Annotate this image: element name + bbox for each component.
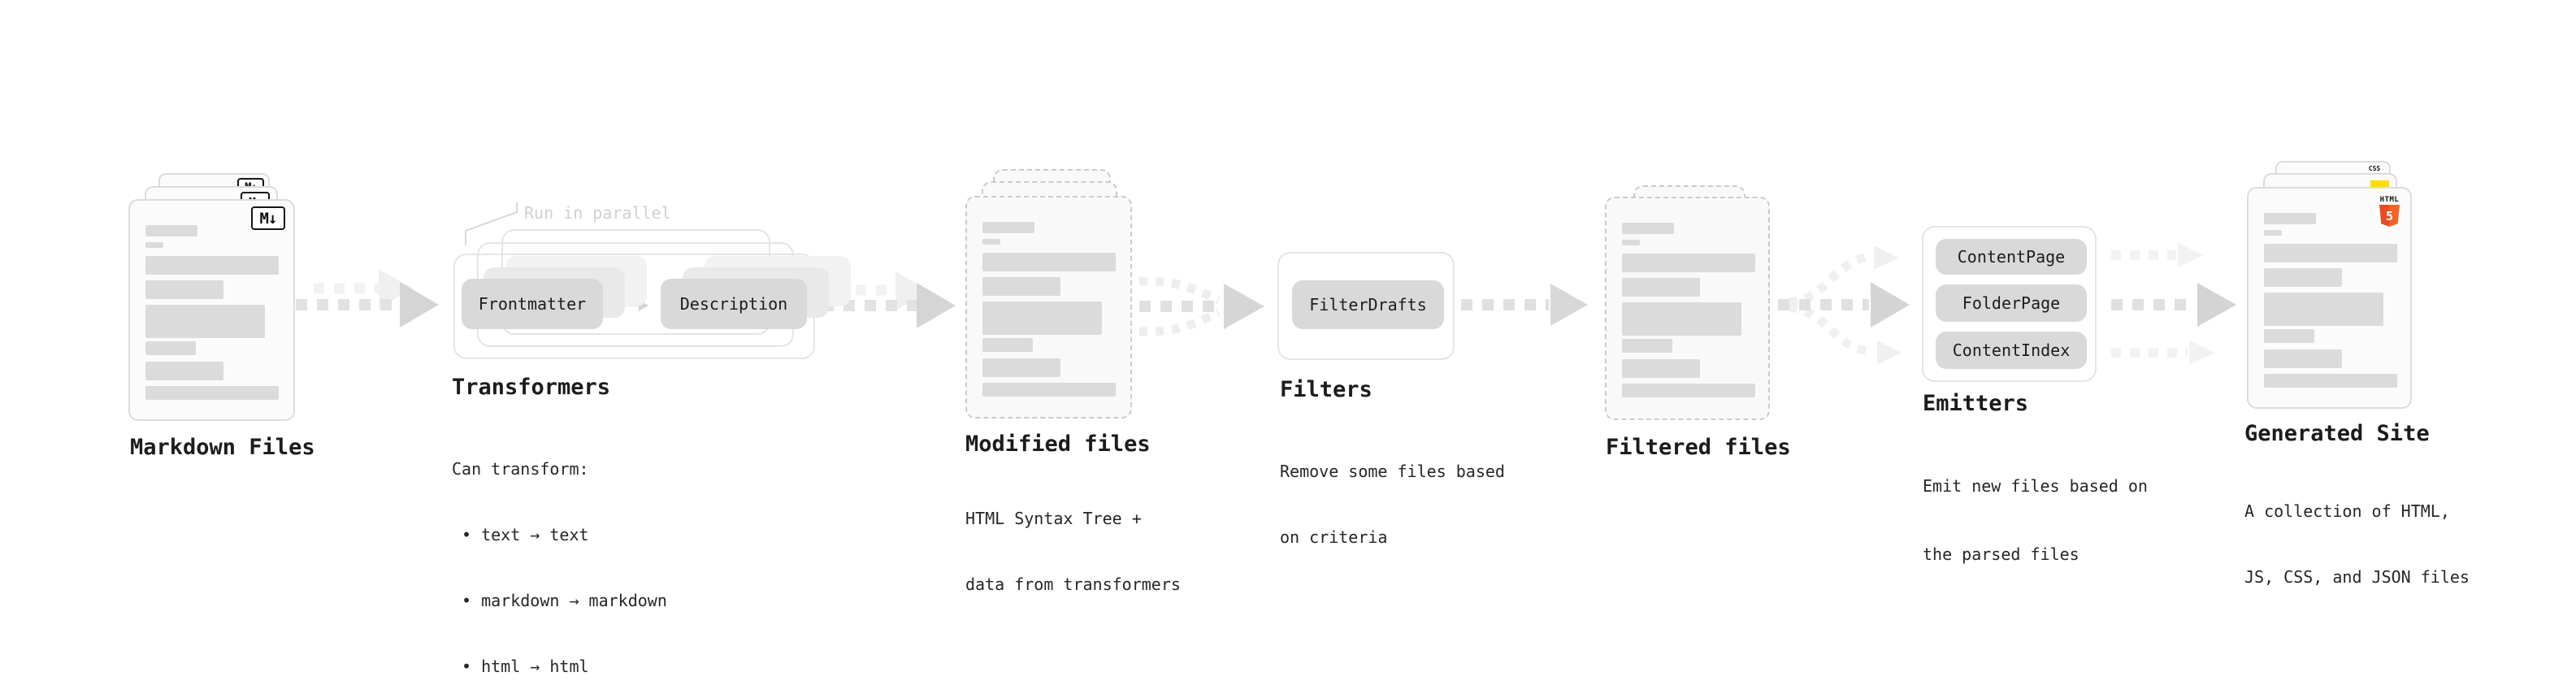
html5-shield: 5	[2379, 205, 2400, 227]
emitters-label: Emitters	[1923, 391, 2029, 416]
skeleton-text-bar	[982, 358, 1060, 377]
skeleton-text-bar	[145, 280, 223, 299]
html5-icon: HTML 5	[2379, 196, 2400, 227]
skeleton-text-bar	[982, 277, 1060, 296]
description-button: Description	[661, 279, 807, 329]
skeleton-text-bar	[2264, 374, 2397, 388]
skeleton-text-bar	[982, 383, 1116, 397]
skeleton-text-bar	[982, 338, 1033, 352]
transform-bullet: • text → text	[462, 525, 589, 544]
emitters-description: Emit new files based on the parsed files	[1923, 476, 2148, 564]
skeleton-text-bar	[145, 242, 163, 248]
skeleton-text-bar	[2264, 213, 2316, 224]
skeleton-text-bar	[2264, 293, 2383, 326]
generated-site-stack: CSS HTML 5	[2247, 161, 2413, 409]
skeleton-text-bar	[145, 225, 197, 236]
emitters-card: ContentPage FolderPage ContentIndex	[1922, 226, 2097, 382]
contentindex-button: ContentIndex	[1936, 332, 2087, 369]
modified-files-description: HTML Syntax Tree + data from transformer…	[965, 509, 1181, 594]
generated-site-description: A collection of HTML, JS, CSS, and JSON …	[2244, 501, 2470, 587]
transformers-label: Transformers	[452, 375, 611, 400]
run-in-parallel-note: Run in parallel	[524, 203, 671, 223]
skeleton-text-bar	[982, 239, 1000, 245]
html-file-card: HTML 5	[2247, 187, 2412, 409]
skeleton-text-bar	[145, 305, 265, 338]
skeleton-text-bar	[145, 362, 223, 380]
markdown-icon: M↓	[251, 206, 285, 230]
skeleton-text-bar	[145, 256, 279, 275]
skeleton-text-bar	[982, 222, 1034, 233]
filtered-files-label: Filtered files	[1606, 435, 1791, 460]
skeleton-text-bar	[1622, 302, 1741, 336]
filtered-file-card-front	[1605, 197, 1770, 420]
arrow-markdown-to-transformers	[296, 269, 439, 327]
skeleton-text-bar	[2264, 349, 2342, 368]
markdown-file-card-front: M↓	[128, 199, 295, 421]
skeleton-text-bar	[145, 386, 279, 400]
contentpage-button: ContentPage	[1936, 239, 2087, 275]
transformers-desc-title: Can transform:	[452, 459, 589, 479]
arrow-emitters-to-generated	[2111, 243, 2236, 365]
frontmatter-button: Frontmatter	[462, 279, 603, 329]
skeleton-text-bar	[982, 253, 1116, 271]
parallel-note-connector	[465, 202, 518, 245]
modified-file-card-front	[965, 196, 1132, 419]
generated-site-label: Generated Site	[2244, 421, 2430, 446]
skeleton-text-bar	[1622, 240, 1640, 245]
filters-card: FilterDrafts	[1277, 252, 1455, 360]
arrow-filters-to-filtered	[1461, 284, 1588, 326]
transformers-group: Frontmatter Description	[452, 229, 858, 375]
skeleton-text-bar	[1622, 384, 1755, 397]
arrow-modified-to-filters	[1138, 276, 1264, 336]
transform-bullet: • html → html	[462, 657, 589, 676]
transform-bullet: • markdown → markdown	[462, 591, 667, 610]
modified-files-stack	[965, 169, 1133, 421]
skeleton-text-bar	[1622, 359, 1700, 378]
skeleton-text-bar	[1622, 223, 1674, 234]
markdown-files-label: Markdown Files	[130, 435, 315, 460]
modified-files-label: Modified files	[965, 432, 1151, 457]
filters-description: Remove some files based on criteria	[1280, 462, 1505, 547]
skeleton-text-bar	[2264, 268, 2342, 287]
skeleton-text-bar	[1622, 339, 1672, 353]
skeleton-text-bar	[145, 341, 196, 355]
markdown-files-stack: M↓ M↓ M↓	[128, 173, 295, 421]
skeleton-text-bar	[2264, 329, 2314, 343]
arrow-filtered-to-emitters	[1778, 245, 1910, 365]
folderpage-button: FolderPage	[1936, 284, 2087, 322]
filtered-files-stack	[1605, 185, 1771, 421]
skeleton-text-bar	[2264, 230, 2282, 236]
skeleton-text-bar	[982, 301, 1102, 335]
filters-label: Filters	[1280, 377, 1373, 402]
skeleton-text-bar	[1622, 278, 1700, 297]
skeleton-text-bar	[2264, 244, 2397, 262]
skeleton-text-bar	[1622, 254, 1755, 272]
transformers-description: Can transform: • text → text • markdown …	[452, 414, 667, 681]
filterdrafts-button: FilterDrafts	[1292, 280, 1444, 329]
